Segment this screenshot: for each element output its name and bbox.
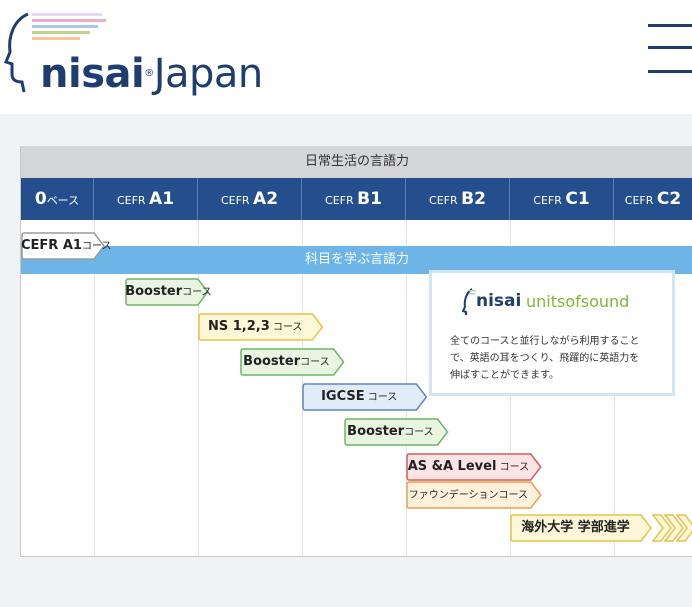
level-prefix: CEFR (220, 194, 254, 207)
course-arrow-shape (198, 313, 324, 341)
logo-nisai-text: nisai (40, 51, 145, 97)
course-arrow-2[interactable]: NS 1,2,3 コース (198, 313, 324, 341)
course-suffix: コース (404, 427, 434, 438)
course-arrow-shape (406, 481, 542, 509)
level-header-4: CEFR B2 (406, 178, 510, 220)
level-header-3: CEFR B1 (302, 178, 406, 220)
course-arrow-8[interactable]: 海外大学 学部進学 (510, 514, 692, 542)
uos-logo-unitsofsound: unitsofsound (526, 292, 630, 311)
course-label: CEFR A1コース (21, 232, 111, 258)
logo-wordmark: nisai®Japan (40, 50, 263, 98)
course-label: Boosterコース (240, 348, 334, 374)
site-header: nisai®Japan (0, 0, 692, 114)
level-suffix: B1 (357, 189, 382, 209)
nisai-japan-logo[interactable]: nisai®Japan (4, 8, 263, 98)
units-of-sound-description: 全てのコースと並行しながら利用すること で、英語の耳をつくり、飛躍的に英語力を … (450, 333, 664, 384)
course-label: Boosterコース (125, 278, 211, 304)
course-arrow-shape (239, 348, 345, 376)
level-suffix: ベース (46, 194, 80, 207)
level-header-2: CEFR A2 (198, 178, 302, 220)
course-arrow-shape (510, 514, 692, 542)
level-header-1: CEFR A1 (94, 178, 198, 220)
uos-logo-nisai: nisai (476, 291, 522, 311)
level-prefix: CEFR (429, 194, 462, 207)
course-suffix: コース (182, 287, 212, 298)
course-suffix: コース (300, 357, 330, 368)
course-suffix: コース (496, 462, 530, 473)
course-label: 海外大学 学部進学 (510, 514, 641, 540)
course-label: ファウンデーションコース (406, 481, 531, 507)
course-arrow-1[interactable]: Boosterコース (125, 278, 212, 306)
uos-line: 全てのコースと並行しながら利用すること (450, 336, 640, 347)
level-suffix: A2 (253, 189, 279, 209)
course-name: AS &A Level (407, 459, 497, 474)
course-arrow-shape (125, 278, 209, 306)
level-prefix: CEFR (533, 194, 566, 207)
level-suffix: A1 (149, 189, 175, 209)
registered-mark: ® (144, 68, 154, 79)
column-divider (94, 220, 95, 556)
units-of-sound-logo: nisai unitsofsound (461, 287, 652, 317)
course-suffix: コース (269, 322, 303, 333)
level-header-5: CEFR C1 (510, 178, 614, 220)
course-name: CEFR A1 (21, 238, 82, 253)
course-suffix: ファウンデーションコース (408, 490, 529, 501)
daily-life-language-band: 日常生活の言語力 (21, 146, 692, 178)
course-arrow-shape (302, 383, 428, 411)
course-label: NS 1,2,3 コース (198, 313, 312, 339)
course-arrow-shape (21, 232, 105, 260)
course-label: IGCSE コース (302, 383, 416, 409)
level-header-6: CEFR C2 (614, 178, 692, 220)
course-name: Booster (347, 424, 405, 439)
course-name: 海外大学 学部進学 (521, 520, 630, 535)
course-arrow-7[interactable]: ファウンデーションコース (406, 481, 542, 509)
units-of-sound-box: nisai unitsofsound 全てのコースと並行しながら利用すること で… (429, 270, 675, 396)
course-name: IGCSE (321, 389, 365, 404)
uos-line: で、英語の耳をつくり、飛躍的に英語力を (450, 353, 640, 364)
course-arrow-0[interactable]: CEFR A1コース (21, 232, 111, 260)
level-header-0: 0ベース (21, 178, 94, 220)
course-name: Booster (125, 284, 183, 299)
uos-line: 伸ばすことができます。 (450, 370, 559, 381)
course-arrow-4[interactable]: IGCSE コース (302, 383, 428, 411)
level-prefix: 0 (34, 189, 47, 209)
course-name: Booster (243, 354, 301, 369)
course-arrow-6[interactable]: AS &A Level コース (406, 453, 542, 481)
course-label: AS &A Level コース (406, 453, 531, 479)
course-name: NS 1,2,3 (207, 319, 270, 334)
logo-japan-text: Japan (153, 51, 264, 97)
course-suffix: コース (81, 241, 112, 252)
subject-learning-language-band: 科目を学ぶ言語力 (21, 246, 692, 274)
course-arrow-5[interactable]: Boosterコース (343, 418, 449, 446)
course-arrow-shape (406, 453, 542, 481)
logo-head-icon (4, 12, 106, 93)
course-arrow-shape (343, 418, 449, 446)
level-prefix: CEFR (116, 194, 150, 207)
column-divider (198, 220, 199, 556)
level-prefix: CEFR (325, 194, 358, 207)
hamburger-menu-icon[interactable] (648, 24, 692, 78)
level-suffix: B2 (461, 189, 486, 209)
level-prefix: CEFR (624, 194, 657, 207)
course-suffix: コース (364, 392, 398, 403)
level-suffix: C1 (565, 189, 590, 209)
uos-head-icon (461, 288, 476, 315)
course-label: Boosterコース (344, 418, 438, 444)
level-suffix: C2 (656, 189, 682, 209)
course-arrow-3[interactable]: Boosterコース (239, 348, 345, 376)
